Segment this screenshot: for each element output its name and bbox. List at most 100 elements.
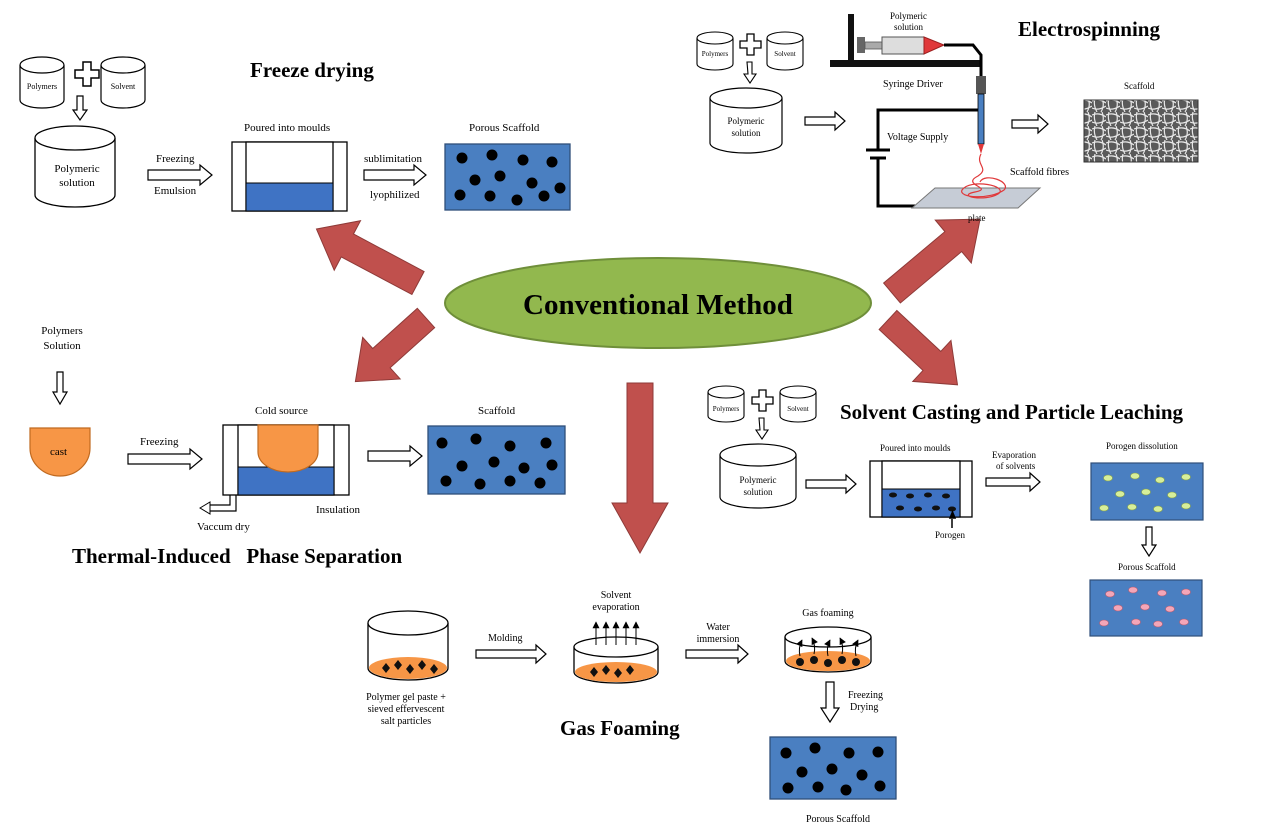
solvent-label: Solvent: [111, 82, 136, 91]
gas-foaming-section: Polymer gel paste + sieved effervescent …: [366, 590, 897, 825]
polymeric-solution-cylinder: Polymeric solution: [719, 443, 797, 509]
syringe-solution-label-2: solution: [894, 22, 924, 32]
paste-label-3: salt particles: [381, 716, 431, 727]
right-arrow-icon: [685, 643, 749, 665]
solvent-label: Solvent: [787, 405, 808, 413]
evaporation-label-2: of solvents: [996, 461, 1036, 471]
gf-porous-scaffold-block: [769, 736, 897, 800]
sc-moulds-label: Poured into moulds: [880, 443, 951, 453]
solution-label-2: solution: [743, 487, 773, 497]
evap-label-2: evaporation: [592, 602, 639, 613]
voltage-label: Voltage Supply: [887, 132, 948, 143]
cold-source-label: Cold source: [255, 405, 308, 417]
gel-paste-container: [367, 610, 449, 681]
polymeric-solution-cylinder: Polymeric solution: [709, 87, 783, 154]
down-arrow-icon: [754, 417, 770, 440]
polymeric-solution-cylinder: Polymeric solution: [34, 125, 116, 208]
tips-polymers-label-1: Polymers: [41, 325, 83, 337]
right-arrow-icon: [1011, 113, 1049, 135]
paste-label-2: sieved effervescent: [368, 704, 445, 715]
right-arrow-icon: [805, 473, 857, 495]
solvent-casting-heading: Solvent Casting and Particle Leaching: [840, 400, 1184, 424]
tips-heading: Thermal-Induced Phase Separation: [72, 544, 403, 568]
evap-label-1: Solvent: [601, 590, 632, 601]
gas-foaming-label: Gas foaming: [802, 608, 853, 619]
polymers-cylinder: Polymers: [696, 31, 734, 71]
polymers-cylinder: Polymers: [707, 385, 745, 423]
molding-label: Molding: [488, 633, 522, 644]
solvent-cylinder: Solvent: [779, 385, 817, 423]
solution-label-2: solution: [59, 177, 95, 189]
tips-mould: [199, 424, 350, 515]
evaporation-dish: [573, 621, 659, 684]
sc-scaffold-label: Porous Scaffold: [1118, 562, 1176, 572]
polymers-label: Polymers: [713, 405, 740, 413]
moulds-label: Poured into moulds: [244, 122, 330, 134]
down-arrow-icon: [742, 61, 758, 84]
arrow-to-tips: [354, 307, 436, 383]
gf-freezing-label: Freezing: [848, 690, 883, 701]
sc-porous-scaffold-block: [1089, 579, 1203, 637]
sublimation-label: sublimitation: [364, 153, 423, 165]
insulation-label: Insulation: [316, 504, 360, 516]
solution-label-1: Polymeric: [728, 116, 765, 126]
gf-drying-label: Drying: [850, 702, 878, 713]
polymers-cylinder: Polymers: [19, 56, 65, 109]
tips-freezing-label: Freezing: [140, 436, 179, 448]
syringe-driver-label: Syringe Driver: [883, 79, 943, 90]
plate-label: plate: [968, 213, 986, 223]
solution-label-1: Polymeric: [54, 163, 99, 175]
arrow-to-freeze-drying: [315, 220, 425, 296]
plus-icon: [74, 61, 100, 87]
fibre-coil: [961, 153, 1007, 199]
fibres-label: Scaffold fibres: [1010, 167, 1069, 178]
solvent-cylinder: Solvent: [766, 31, 804, 71]
syringe-driver: Polymeric solution Syringe Driver: [830, 11, 986, 154]
big-arrows: [315, 218, 981, 555]
mould: [231, 141, 348, 212]
tips-scaffold-block: [427, 425, 566, 495]
arrow-to-solvent-casting: [878, 309, 959, 386]
right-arrow-icon: [363, 163, 427, 187]
right-arrow-icon: [127, 447, 203, 471]
plus-icon: [739, 33, 762, 56]
down-arrow-icon: [819, 681, 841, 724]
freeze-drying-heading: Freeze drying: [250, 58, 374, 82]
right-arrow-icon: [804, 110, 846, 132]
syringe-solution-label-1: Polymeric: [890, 11, 927, 21]
cast-label: cast: [50, 446, 67, 458]
central-ellipse: Conventional Method: [444, 257, 872, 349]
dissolution-label: Porogen dissolution: [1106, 441, 1178, 451]
gas-foaming-heading: Gas Foaming: [560, 716, 680, 740]
emulsion-label: Emulsion: [154, 185, 197, 197]
scaffold-label: Scaffold: [1124, 81, 1155, 91]
tips-section: Polymers Solution cast Freezing Cold sou…: [29, 325, 566, 568]
solution-label-2: solution: [731, 128, 761, 138]
up-arrow-icon: [948, 510, 957, 528]
plus-icon: [751, 389, 774, 412]
electrospinning-section: Electrospinning Polymers Solvent Polymer…: [696, 11, 1199, 223]
water-label-2: immersion: [697, 634, 740, 645]
down-arrow-icon: [71, 95, 89, 122]
right-arrow-icon: [147, 163, 213, 187]
tips-scaffold-label: Scaffold: [478, 405, 516, 417]
water-label-1: Water: [706, 622, 730, 633]
vaccum-label: Vaccum dry: [197, 521, 250, 533]
polymers-label: Polymers: [27, 82, 57, 91]
solvent-label: Solvent: [774, 50, 795, 58]
solvent-casting-section: Solvent Casting and Particle Leaching Po…: [707, 385, 1204, 637]
freezing-label: Freezing: [156, 153, 195, 165]
cast-shape: [29, 427, 91, 477]
porous-scaffold-label: Porous Scaffold: [469, 122, 540, 134]
right-arrow-icon: [367, 444, 423, 468]
right-arrow-icon: [985, 471, 1041, 493]
tips-polymers-label-2: Solution: [43, 340, 81, 352]
down-arrow-icon: [51, 371, 69, 406]
right-arrow-icon: [475, 643, 547, 665]
foaming-dish: [784, 626, 872, 673]
fibre-scaffold-image: [1083, 99, 1199, 163]
paste-label-1: Polymer gel paste +: [366, 692, 446, 703]
evaporation-label-1: Evaporation: [992, 450, 1036, 460]
porogen-label: Porogen: [935, 530, 965, 540]
